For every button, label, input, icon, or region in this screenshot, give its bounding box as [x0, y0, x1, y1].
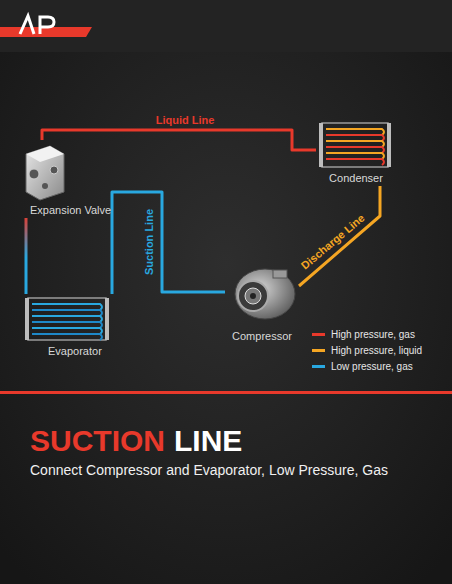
legend-swatch [312, 333, 325, 336]
legend-text: High pressure, gas [331, 329, 415, 340]
component-label: Compressor [232, 330, 292, 343]
divider-line [0, 391, 452, 394]
refrigerant-line [299, 186, 380, 286]
legend-row: High pressure, liquid [312, 342, 422, 358]
component-label: Expansion Valve [30, 204, 111, 217]
legend-row: High pressure, gas [312, 326, 422, 342]
refrigerant-line [42, 130, 316, 150]
component-node: Condenser [316, 120, 396, 186]
refrigerant-line [112, 192, 225, 294]
component-node: Expansion Valve [20, 140, 115, 218]
component-node: Evaporator [22, 294, 116, 360]
legend-row: Low pressure, gas [312, 358, 422, 374]
heading-word: LINE [174, 424, 242, 458]
component-illustration [316, 120, 394, 170]
legend-swatch [312, 365, 325, 368]
component-node: Compressor [225, 262, 299, 346]
logo-mark [20, 16, 54, 34]
line-label: Suction Line [143, 209, 156, 275]
component-illustration [20, 140, 70, 202]
legend-text: Low pressure, gas [331, 361, 413, 372]
legend-swatch [312, 349, 325, 352]
line-label: Liquid Line [156, 114, 215, 127]
heading-row: SUCTION LINE [30, 424, 242, 458]
caption: Connect Compressor and Evaporator, Low P… [30, 462, 388, 479]
heading-word: SUCTION [30, 424, 165, 458]
legend-text: High pressure, liquid [331, 345, 422, 356]
legend: High pressure, gasHigh pressure, liquidL… [312, 326, 422, 374]
component-label: Evaporator [48, 345, 102, 358]
component-illustration [225, 262, 299, 324]
component-illustration [22, 294, 114, 344]
component-label: Condenser [329, 172, 383, 185]
refrigerant-line [25, 218, 28, 294]
